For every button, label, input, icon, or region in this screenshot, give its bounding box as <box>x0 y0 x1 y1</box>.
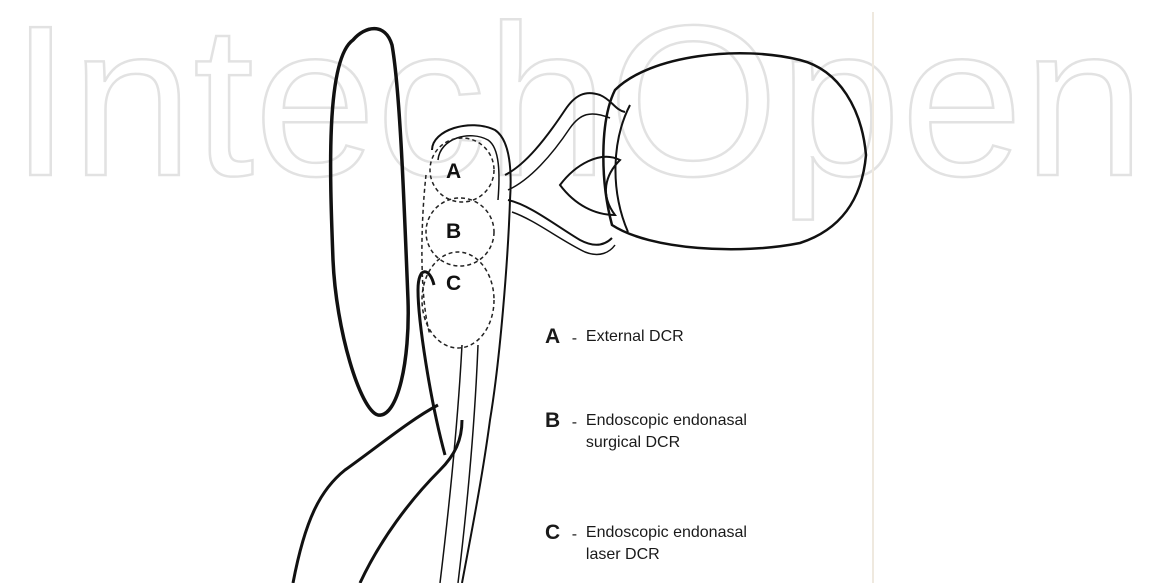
legend-text: External DCR <box>586 326 684 348</box>
legend-letter: C <box>545 522 563 544</box>
page-edge-divider <box>872 12 874 583</box>
legend-separator: - <box>567 328 581 350</box>
nasolacrimal-duct-left <box>440 345 462 583</box>
canaliculus-lower-inner <box>512 212 615 254</box>
eyeball-outline <box>603 53 866 249</box>
legend-item-b: B - Endoscopic endonasal surgical DCR <box>545 410 786 454</box>
legend-separator: - <box>567 524 581 546</box>
eyelid-curve <box>615 105 630 232</box>
canaliculi-junction <box>560 157 620 215</box>
nasal-wall-outline <box>331 29 409 415</box>
zone-c-circle <box>422 252 494 348</box>
zone-a-label: A <box>446 160 461 183</box>
legend-text: Endoscopic endonasal surgical DCR <box>586 410 786 454</box>
zone-b-label: B <box>446 220 461 243</box>
zone-a-circle <box>430 138 494 202</box>
legend-item-c: C - Endoscopic endonasal laser DCR <box>545 522 786 566</box>
zone-c-label: C <box>446 272 461 295</box>
legend-letter: B <box>545 410 563 432</box>
legend-item-a: A - External DCR <box>545 326 684 350</box>
legend-text: Endoscopic endonasal laser DCR <box>586 522 786 566</box>
legend-separator: - <box>567 412 581 434</box>
canaliculus-upper-inner <box>508 114 610 190</box>
legend-letter: A <box>545 326 563 348</box>
nasal-floor-line-right <box>360 420 462 583</box>
